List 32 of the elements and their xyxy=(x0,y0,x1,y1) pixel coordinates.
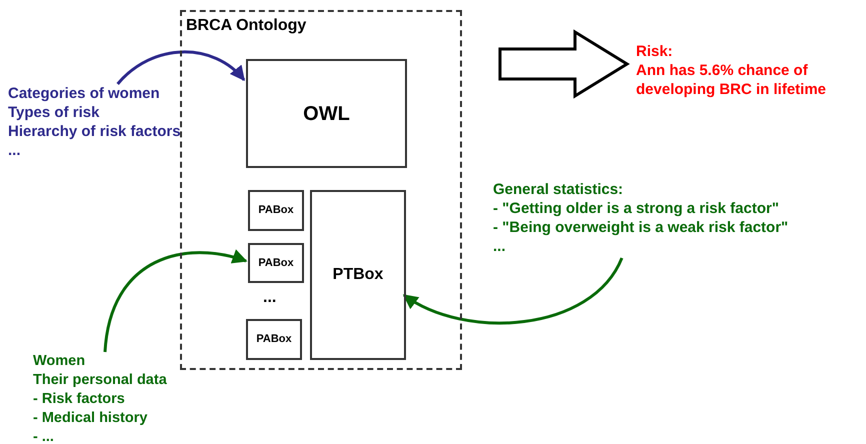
block-arrow xyxy=(498,29,630,99)
text-line: - ... xyxy=(33,428,55,444)
box-label: OWL xyxy=(303,102,350,126)
text-line: Categories of women xyxy=(8,84,161,103)
ontology-box xyxy=(248,190,304,231)
text-line: Their personal data xyxy=(33,371,168,390)
ellipsis-label: ... xyxy=(263,288,276,308)
box-label: PABox xyxy=(256,332,292,348)
ontology-box xyxy=(310,190,406,360)
text-line: Women xyxy=(33,352,86,371)
dashed-container xyxy=(180,10,462,370)
text-line: Risk: xyxy=(636,42,674,61)
curved-arrow xyxy=(116,50,246,86)
ontology-box xyxy=(246,319,302,360)
container-title: BRCA Ontology xyxy=(186,16,306,36)
box-label: PABox xyxy=(258,256,294,271)
text-line: ... xyxy=(8,141,22,160)
text-line: ... xyxy=(493,237,507,256)
text-line: - "Being overweight is a weak risk factor" xyxy=(493,218,790,237)
box-label: PTBox xyxy=(332,265,384,285)
text-line: - Medical history xyxy=(33,409,148,428)
ontology-box xyxy=(248,243,304,283)
text-line: Types of risk xyxy=(8,103,100,122)
text-line: - Risk factors xyxy=(33,390,126,409)
curved-arrow xyxy=(402,257,624,325)
ontology-box xyxy=(246,59,407,168)
curved-arrow xyxy=(104,250,248,352)
box-label: PABox xyxy=(258,203,294,218)
text-line: General statistics: xyxy=(493,180,624,199)
text-line: Ann has 5.6% chance of developing BRC in lifetime xyxy=(636,61,828,99)
text-line: Hierarchy of risk factors xyxy=(8,122,182,141)
text-line: - "Getting older is a strong a risk factor" xyxy=(493,199,780,218)
